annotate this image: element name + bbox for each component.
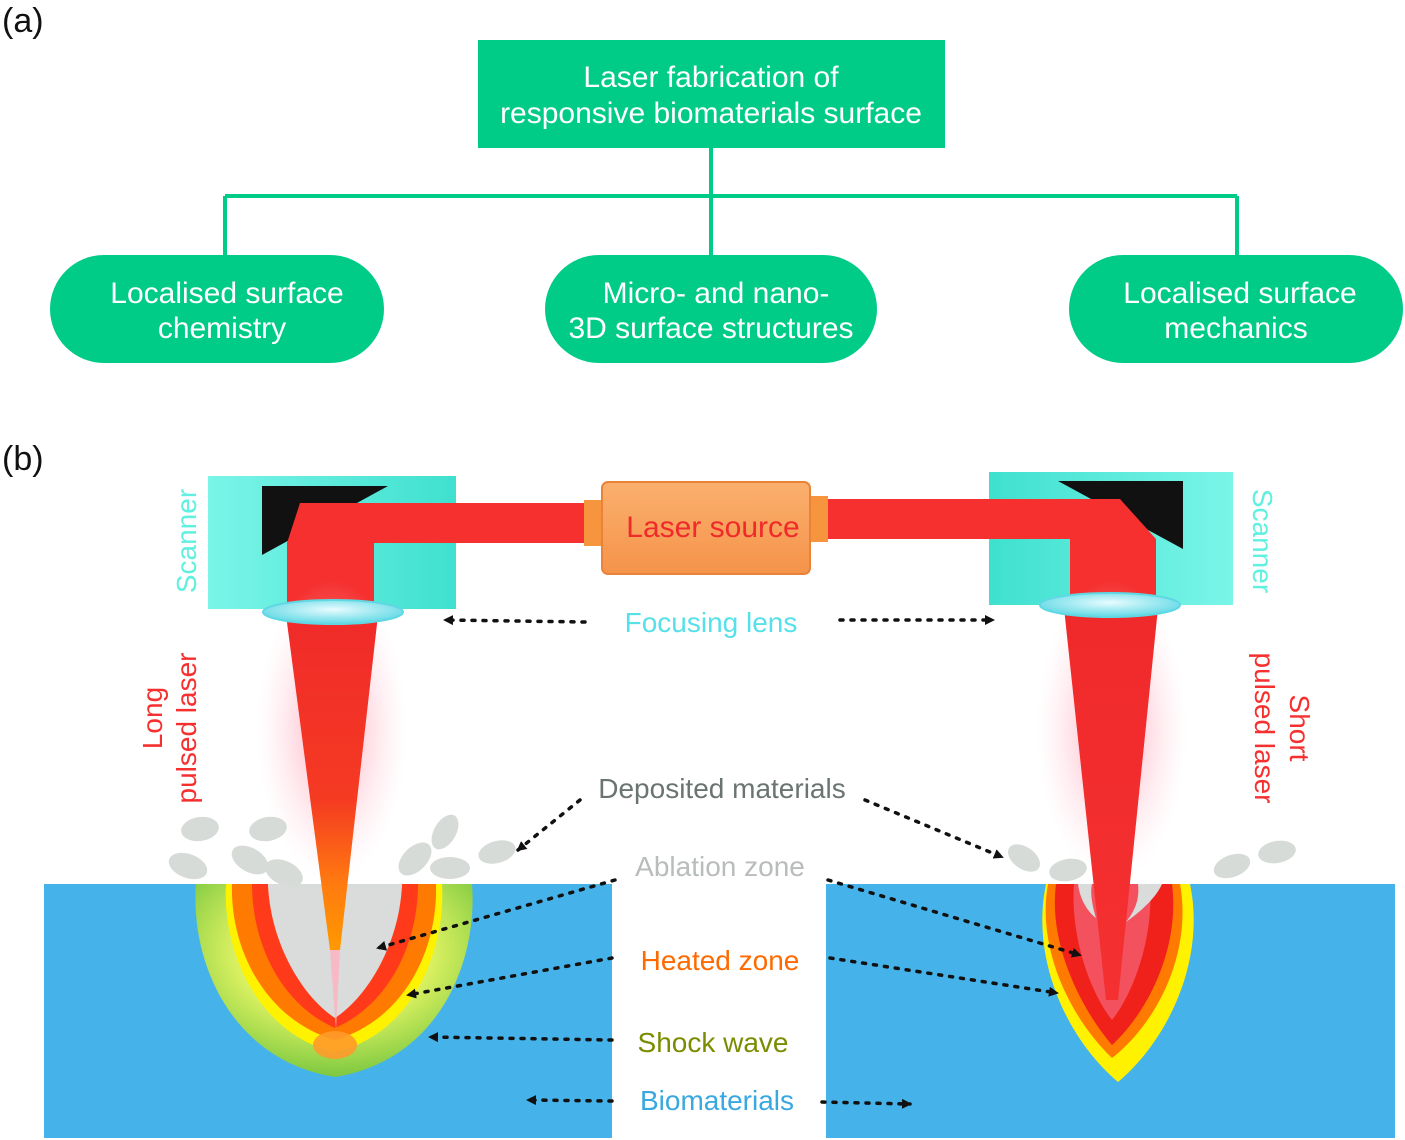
child-node-mechanics-line2: mechanics [1164, 312, 1307, 345]
arrow-shock-left [428, 1032, 614, 1043]
short-pulsed-line2: pulsed laser [1249, 653, 1280, 804]
deposited-materials-label: Deposited materials [598, 773, 845, 804]
beam-mirror-right-fill [1070, 499, 1156, 539]
laser-source: Laser source [584, 481, 828, 575]
scanner-right-label: Scanner [1247, 489, 1278, 593]
arrow-ablation-right [826, 878, 1082, 958]
arrow-lens-left [443, 615, 587, 626]
biomaterials-label: Biomaterials [640, 1085, 794, 1116]
tree-connectors [223, 148, 1239, 255]
dotted-arrows [376, 615, 1082, 1109]
arrow-bio-right [820, 1098, 912, 1109]
focusing-lens-label: Focusing lens [625, 607, 798, 638]
child-node-chemistry-line1: Localised surface [110, 277, 343, 310]
child-node-chemistry: Localised surface chemistry [50, 255, 384, 363]
arrow-deposited-right [863, 798, 1004, 859]
root-node-line1: Laser fabrication of [583, 61, 839, 94]
scanner-left-label: Scanner [171, 489, 202, 593]
child-node-structures-line1: Micro- and nano- [603, 277, 830, 310]
beam-mirror-left-fill [287, 503, 374, 543]
beam-focused-left [286, 615, 378, 950]
hot-spot-left [313, 1031, 357, 1059]
focusing-lens-left [262, 599, 404, 625]
long-pulsed-line2: pulsed laser [171, 653, 202, 804]
panel-b-label: (b) [2, 440, 44, 478]
beam-horizontal-right [810, 499, 1110, 539]
panel-a-label: (a) [2, 2, 44, 40]
deposited-droplets [168, 814, 1296, 887]
child-node-mechanics-line1: Localised surface [1123, 277, 1356, 310]
laser-source-label: Laser source [626, 511, 799, 544]
arrow-heated-right [828, 956, 1059, 997]
arrow-bio-left [526, 1095, 614, 1106]
child-node-chemistry-line2: chemistry [158, 312, 286, 345]
root-node-line2: responsive biomaterials surface [500, 97, 922, 130]
focusing-lens-right [1039, 592, 1181, 618]
short-pulsed-line1: Short [1284, 695, 1315, 762]
child-node-structures: Micro- and nano- 3D surface structures [545, 255, 877, 363]
shock-wave-label: Shock wave [638, 1027, 789, 1058]
child-node-mechanics: Localised surface mechanics [1069, 255, 1403, 363]
ablation-zone-label: Ablation zone [635, 851, 805, 882]
ablation-horns [268, 884, 1162, 955]
heated-zone-label: Heated zone [641, 945, 800, 976]
child-node-structures-line2: 3D surface structures [568, 312, 853, 345]
arrow-ablation-left [376, 878, 617, 951]
arrow-deposited-left [516, 798, 582, 852]
beam-focused-right [1064, 608, 1158, 1000]
root-node: Laser fabrication of responsive biomater… [478, 40, 945, 148]
long-pulsed-line1: Long [137, 687, 168, 749]
beam-focused-left-tail [330, 950, 340, 1030]
arrow-heated-left [406, 956, 614, 999]
